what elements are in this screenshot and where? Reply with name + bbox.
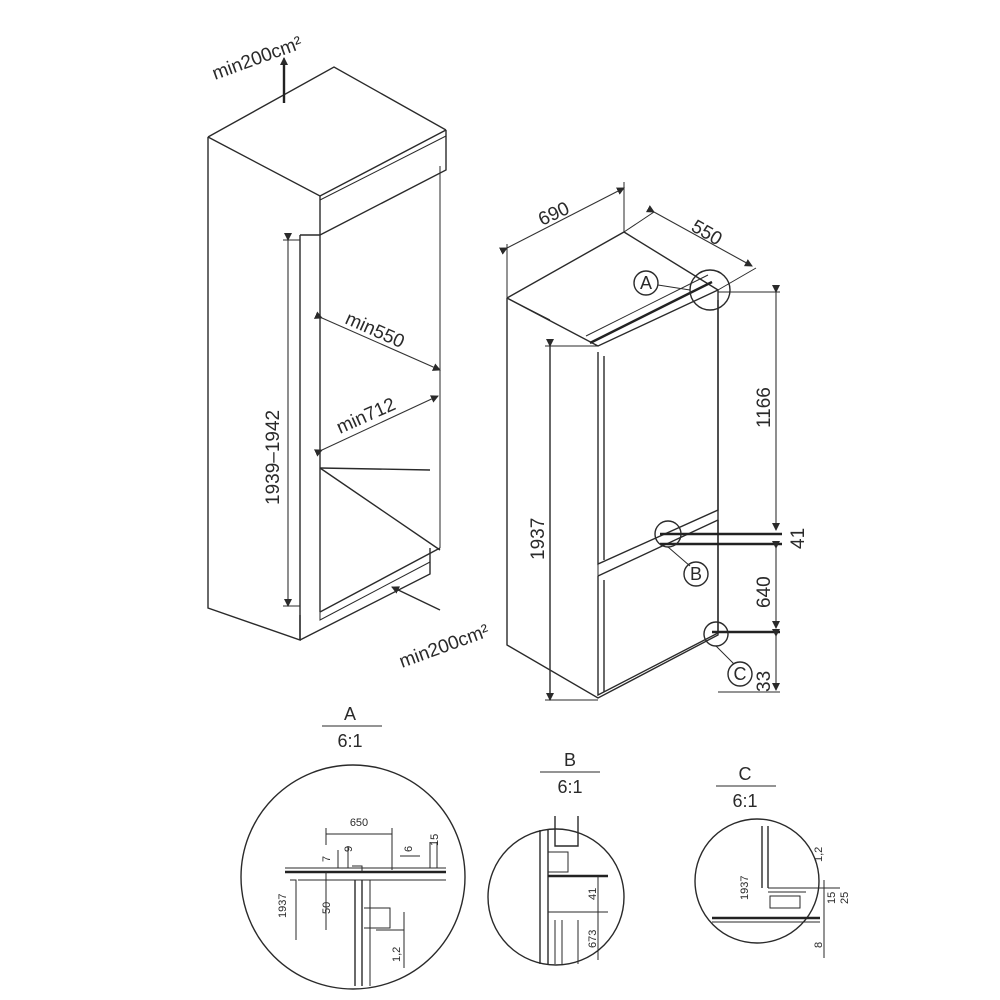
- svg-text:673: 673: [587, 930, 599, 948]
- width-label: 550: [688, 216, 726, 250]
- detail-a-circle: [240, 764, 466, 990]
- bottom-label: 33: [754, 671, 775, 692]
- appliance-drawing: A B C 690 550 1937 1166 41 640 33: [498, 182, 809, 701]
- svg-text:41: 41: [587, 888, 599, 900]
- detail-a-scale: 6:1: [337, 731, 362, 751]
- svg-text:1937: 1937: [739, 876, 751, 900]
- gap-label: 41: [788, 528, 809, 549]
- svg-text:50: 50: [321, 902, 333, 914]
- svg-text:25: 25: [839, 892, 851, 904]
- depth-min-label: min550: [342, 308, 407, 353]
- vent-top-label: min200cm²: [210, 33, 305, 85]
- svg-text:15: 15: [826, 892, 838, 904]
- svg-text:8: 8: [813, 942, 825, 948]
- cabinet-drawing: min200cm² min200cm² 1939–1942 min550 min…: [207, 33, 492, 673]
- detail-c: C 6:1 1937 1,2 15 25 8: [694, 764, 851, 958]
- detail-b-title: B: [564, 750, 576, 770]
- svg-text:7: 7: [321, 856, 333, 862]
- vent-bottom-arrow: [391, 586, 441, 611]
- callout-c-label: C: [734, 664, 747, 684]
- callout-a-label: A: [640, 273, 652, 293]
- detail-b-scale: 6:1: [557, 777, 582, 797]
- detail-b-circle: [487, 828, 625, 966]
- upper-section-label: 1166: [754, 387, 775, 428]
- vent-bottom-label: min200cm²: [397, 621, 492, 673]
- height-label: 1937: [528, 518, 549, 560]
- detail-b: B 6:1 41 673: [487, 750, 625, 966]
- detail-c-title: C: [739, 764, 752, 784]
- depth-label: 690: [535, 198, 573, 230]
- svg-text:9: 9: [343, 846, 355, 852]
- svg-text:1,2: 1,2: [391, 947, 403, 962]
- height-range-label: 1939–1942: [263, 410, 284, 505]
- callout-b-label: B: [690, 564, 702, 584]
- detail-c-scale: 6:1: [732, 791, 757, 811]
- detail-a-title: A: [344, 704, 356, 724]
- svg-text:650: 650: [350, 817, 368, 829]
- width-min-label: min712: [333, 394, 398, 439]
- svg-text:15: 15: [429, 834, 441, 846]
- detail-c-circle: [694, 818, 820, 944]
- detail-a: A 6:1 650 7 9 6 15 1937 50 1,2: [240, 704, 466, 990]
- lower-section-label: 640: [754, 576, 775, 608]
- svg-text:1,2: 1,2: [813, 847, 825, 862]
- svg-text:6: 6: [403, 846, 415, 852]
- svg-text:1937: 1937: [277, 894, 289, 918]
